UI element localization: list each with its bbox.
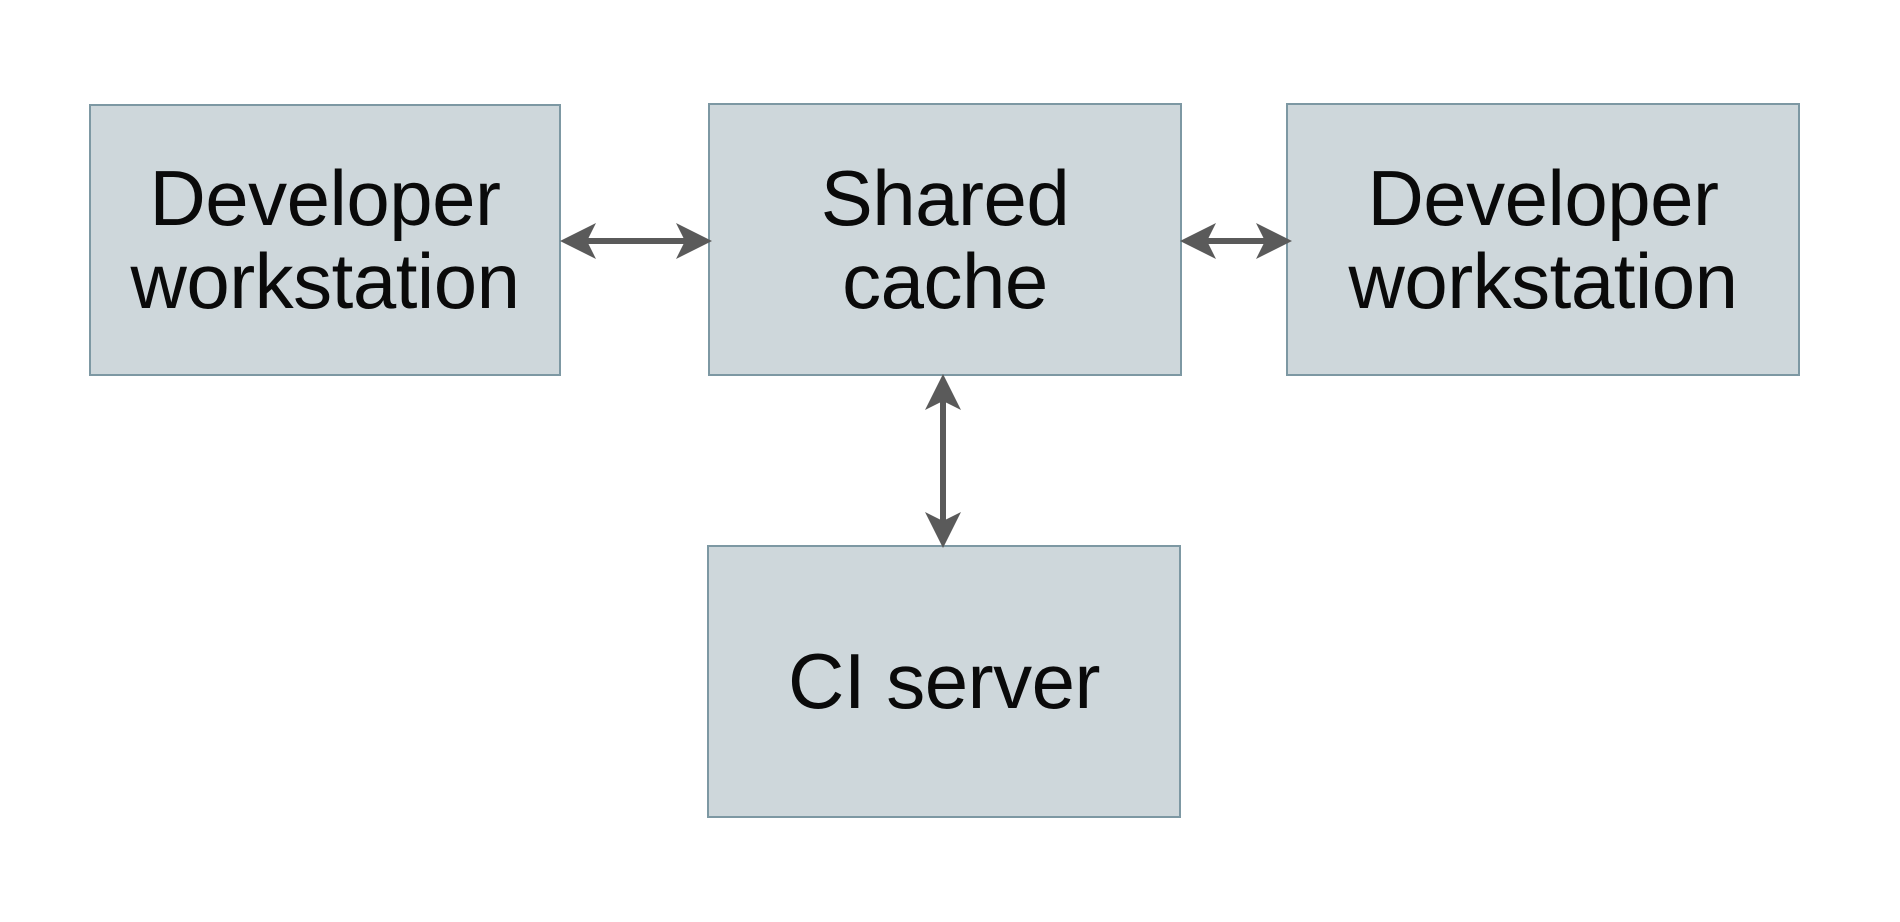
node-label: Developer workstation — [1348, 153, 1739, 325]
node-ci-server[interactable]: CI server — [707, 545, 1181, 818]
arrowhead-down-icon — [925, 512, 961, 548]
node-label: Developer workstation — [130, 154, 521, 325]
node-developer-workstation-right[interactable]: Developer workstation — [1286, 103, 1800, 376]
node-label: CI server — [788, 637, 1100, 726]
edge-shared-cache-to-developer-right — [1180, 223, 1292, 259]
node-label: Shared cache — [820, 153, 1070, 325]
node-shared-cache[interactable]: Shared cache — [708, 103, 1182, 376]
arrowhead-up-icon — [925, 374, 961, 410]
edge-shared-cache-to-ci-server — [925, 374, 961, 548]
arrowhead-left-icon — [1180, 223, 1216, 259]
edge-developer-left-to-shared-cache — [560, 223, 712, 259]
arrowhead-left-icon — [560, 223, 596, 259]
arrowhead-right-icon — [676, 223, 712, 259]
node-developer-workstation-left[interactable]: Developer workstation — [89, 104, 561, 376]
